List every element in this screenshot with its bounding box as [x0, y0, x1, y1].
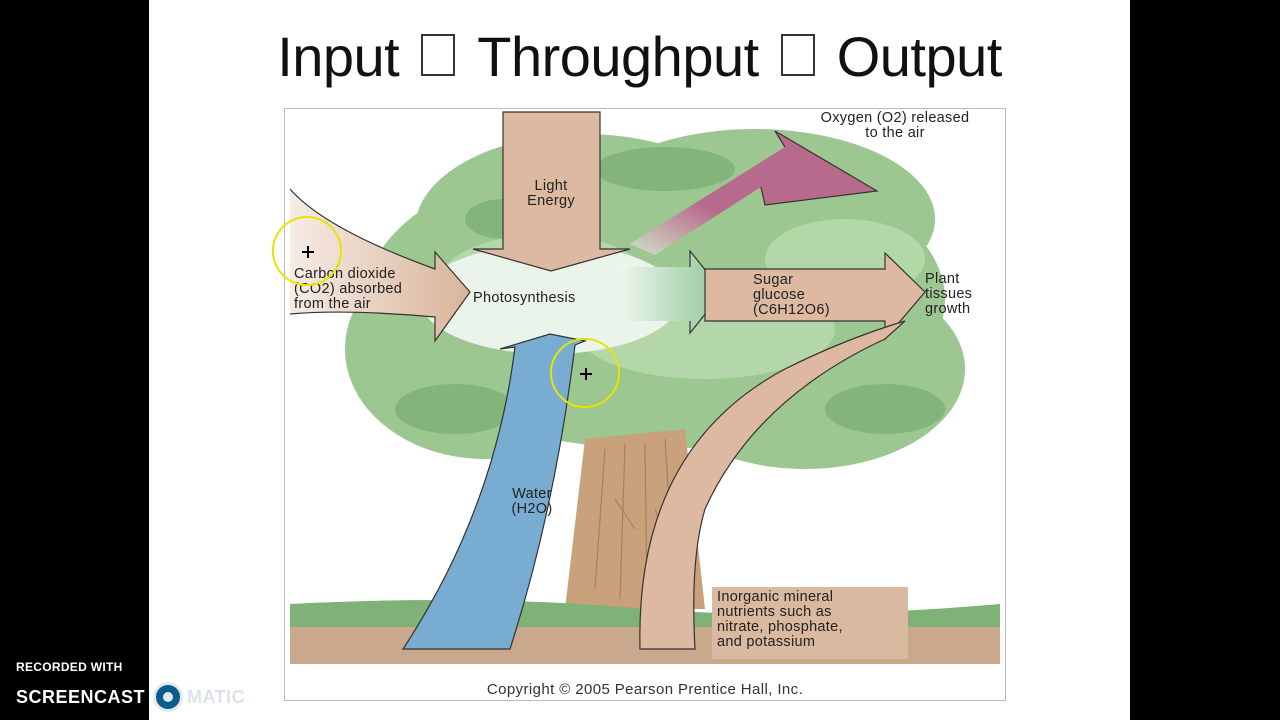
title-output: Output	[836, 25, 1003, 88]
screencast-watermark: RECORDED WITH SCREENCAST MATIC	[16, 660, 245, 712]
copyright-text: Copyright © 2005 Pearson Prentice Hall, …	[486, 681, 804, 698]
tree-foliage-shadows	[395, 147, 945, 434]
glucose-throughput-arrow	[620, 251, 723, 333]
right-letterbox	[1130, 0, 1280, 720]
title-input: Input	[277, 25, 400, 88]
plant-growth-label: Plant tissues growth	[925, 271, 973, 317]
title-throughput: Throughput	[477, 25, 759, 88]
carbon-dioxide-arrow	[290, 189, 470, 341]
slide: Input Throughput Output	[149, 0, 1130, 720]
sugar-arrow	[704, 251, 926, 341]
move-cursor-icon	[272, 216, 342, 286]
diagram-artwork	[289, 111, 1000, 664]
water-arrow	[401, 333, 588, 650]
oxygen-label: Oxygen (O2) released to the air	[820, 110, 970, 141]
watermark-brand: SCREENCAST MATIC	[16, 682, 245, 712]
photosynthesis-label: Photosynthesis	[473, 290, 576, 306]
light-energy-label: Light Energy	[527, 178, 575, 209]
move-cursor-icon	[550, 338, 620, 408]
missing-glyph-box-icon	[421, 34, 456, 77]
mineral-nutrients-arrow	[639, 320, 906, 650]
photosynthesis-zone	[420, 244, 680, 354]
photosynthesis-diagram: Light Energy Oxygen (O2) released to the…	[284, 108, 1006, 701]
watermark-recorded-with: RECORDED WITH	[16, 660, 123, 674]
missing-glyph-box-icon	[780, 34, 815, 77]
slide-title: Input Throughput Output	[149, 24, 1130, 89]
watermark-brand-right: MATIC	[187, 686, 246, 707]
watermark-brand-left: SCREENCAST	[16, 686, 146, 707]
mineral-nutrients-label: Inorganic mineral nutrients such as nitr…	[717, 589, 843, 650]
water-label: Water (H2O)	[511, 486, 553, 517]
sugar-glucose-label: Sugar glucose (C6H12O6)	[753, 272, 830, 318]
light-energy-arrow	[472, 111, 631, 272]
screencast-logo-icon	[153, 682, 184, 712]
oxygen-arrow	[630, 131, 877, 255]
